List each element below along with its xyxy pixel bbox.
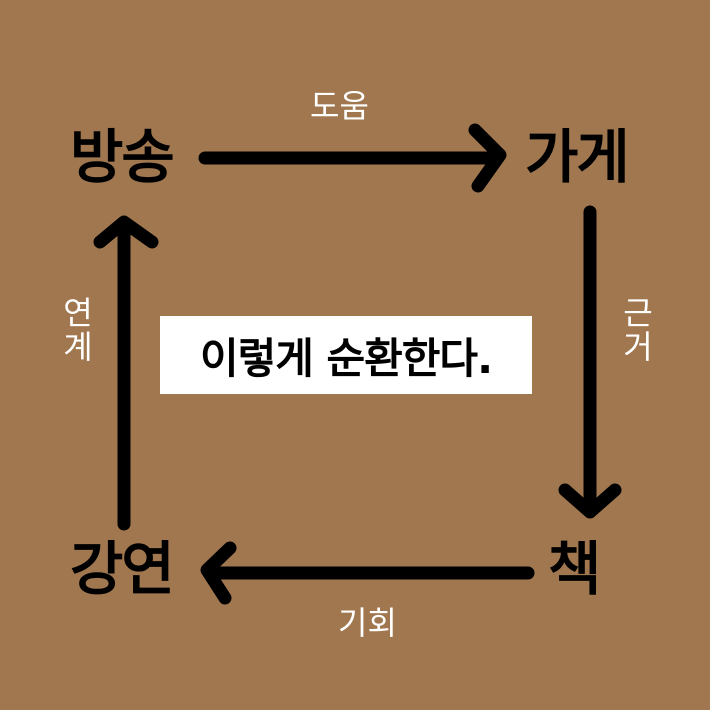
- arrow-left-icon: [200, 541, 535, 605]
- center-caption: 이렇게 순환한다.: [199, 333, 493, 383]
- edge-label-opportunity: 기회: [338, 604, 397, 642]
- edge-label-link: 연계: [57, 296, 95, 364]
- node-store: 가게: [525, 123, 630, 191]
- node-broadcast: 방송: [70, 123, 175, 191]
- arrow-right-icon: [198, 123, 507, 193]
- edge-label-basis: 근거: [617, 296, 655, 364]
- node-book: 책: [548, 535, 601, 603]
- arrow-down-icon: [558, 205, 622, 519]
- arrow-up-icon: [93, 215, 159, 531]
- center-caption-box: 이렇게 순환한다.: [160, 316, 532, 394]
- edge-label-help: 도움: [310, 87, 369, 125]
- node-lecture: 강연: [70, 535, 175, 603]
